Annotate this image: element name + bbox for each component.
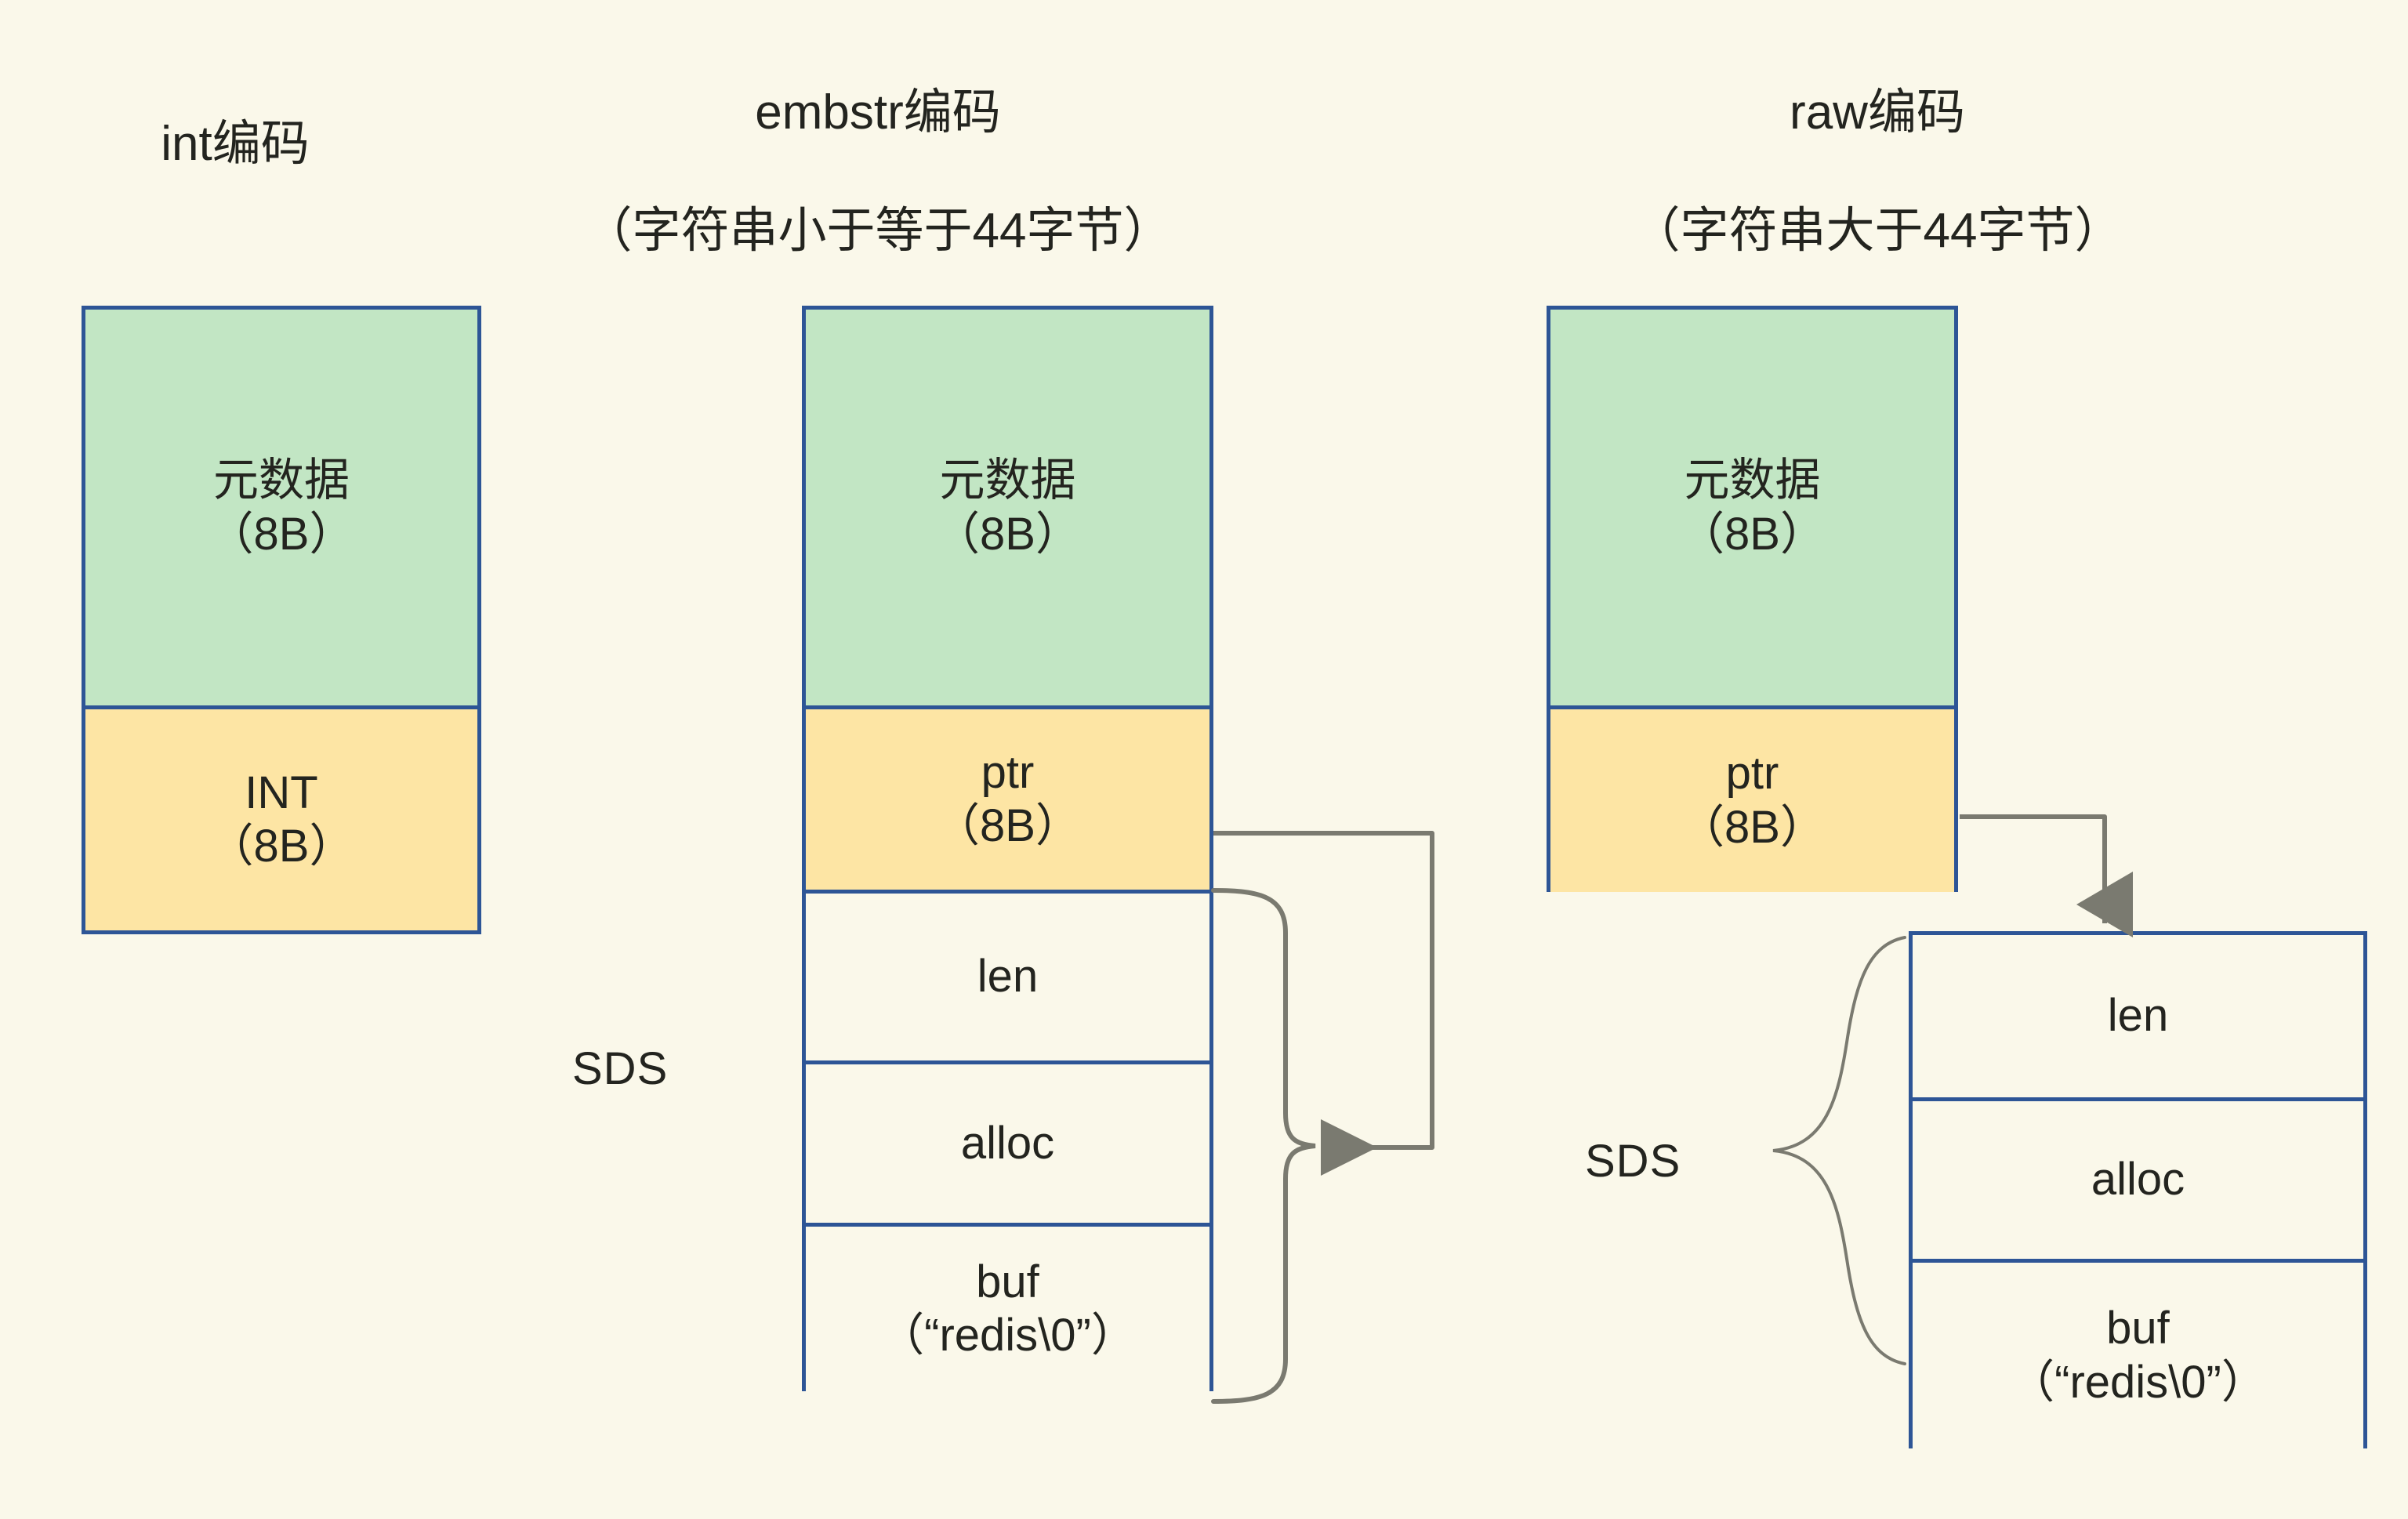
raw-sds-label-text: SDS <box>1585 1136 1681 1187</box>
raw-sds-buf-line1: buf <box>2106 1303 2170 1354</box>
raw-sds-brace <box>1772 936 1906 1365</box>
embstr-cell-alloc: alloc <box>806 1060 1209 1223</box>
raw-object-box: 元数据 （8B） ptr （8B） <box>1547 306 1958 892</box>
embstr-len-line1: len <box>977 951 1039 1002</box>
embstr-sds-label-text: SDS <box>572 1043 669 1094</box>
embstr-object-box: 元数据 （8B） ptr （8B） len alloc buf （“redis\… <box>802 306 1213 1391</box>
embstr-sds-brace <box>1211 888 1316 1404</box>
int-cell-metadata: 元数据 （8B） <box>85 310 477 705</box>
title-embstr: embstr编码 （字符串小于等于44字节） <box>486 24 1270 320</box>
raw-ptr-line1: ptr <box>1725 748 1779 799</box>
title-raw: raw编码 （字符串大于44字节） <box>1481 24 2273 320</box>
embstr-cell-ptr: ptr （8B） <box>806 705 1209 890</box>
embstr-ptr-line1: ptr <box>981 746 1035 798</box>
embstr-metadata-line2: （8B） <box>934 508 1081 560</box>
title-raw-line2: （字符串大于44字节） <box>1631 203 2123 258</box>
title-embstr-line1: embstr编码 <box>755 85 1001 140</box>
title-int-line1: int编码 <box>161 116 310 171</box>
embstr-ptr-arrow <box>1213 831 1434 1176</box>
raw-sds-len-line1: len <box>2107 990 2169 1042</box>
raw-ptr-arrow <box>1960 814 2133 937</box>
title-int: int编码 <box>16 55 455 233</box>
raw-sds-buf-line2: （“redis\0”） <box>2009 1356 2267 1408</box>
raw-metadata-line2: （8B） <box>1679 508 1826 560</box>
raw-sds-cell-len: len <box>1913 935 2363 1097</box>
int-cell-value: INT （8B） <box>85 705 477 930</box>
embstr-buf-line2: （“redis\0”） <box>879 1310 1137 1361</box>
title-embstr-line2: （字符串小于等于44字节） <box>583 203 1173 258</box>
int-metadata-line2: （8B） <box>208 508 355 560</box>
raw-sds-label: SDS <box>1585 1135 1681 1187</box>
raw-ptr-line2: （8B） <box>1679 801 1826 853</box>
raw-cell-ptr: ptr （8B） <box>1550 705 1954 892</box>
embstr-sds-label: SDS <box>572 1042 668 1095</box>
title-raw-line1: raw编码 <box>1790 85 1965 140</box>
embstr-cell-metadata: 元数据 （8B） <box>806 310 1209 705</box>
raw-sds-cell-alloc: alloc <box>1913 1097 2363 1259</box>
embstr-buf-line1: buf <box>976 1256 1039 1307</box>
raw-cell-metadata: 元数据 （8B） <box>1550 310 1954 705</box>
embstr-cell-len: len <box>806 890 1209 1060</box>
raw-metadata-line1: 元数据 <box>1684 455 1821 506</box>
raw-sds-box: len alloc buf （“redis\0”） <box>1909 931 2367 1448</box>
int-value-line2: （8B） <box>208 821 355 872</box>
embstr-cell-buf: buf （“redis\0”） <box>806 1223 1209 1391</box>
raw-sds-cell-buf: buf （“redis\0”） <box>1913 1259 2363 1448</box>
int-value-line1: INT <box>245 767 318 818</box>
int-object-box: 元数据 （8B） INT （8B） <box>82 306 481 934</box>
int-metadata-line1: 元数据 <box>212 455 350 506</box>
embstr-alloc-line1: alloc <box>960 1117 1055 1169</box>
raw-sds-alloc-line1: alloc <box>2091 1154 2185 1205</box>
embstr-metadata-line1: 元数据 <box>939 455 1076 506</box>
embstr-ptr-line2: （8B） <box>934 800 1081 851</box>
